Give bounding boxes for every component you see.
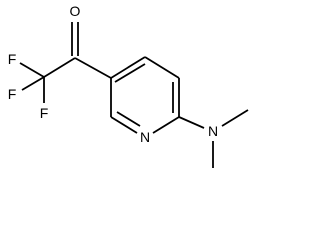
ring-bond-c2-n1: [152, 116, 180, 134]
amine-methyl-upper-bond: [221, 109, 249, 127]
cf3-f-left-bond: [21, 76, 45, 91]
ring-to-amine-bond: [178, 116, 205, 129]
ring-bond-c4-c4-inner: [114, 63, 146, 83]
pyridine-nitrogen-atom-label: N: [140, 129, 150, 145]
ring-bond-n1-c6-inner: [116, 111, 141, 127]
cf3-f-upper-bond: [19, 62, 45, 78]
amine-nitrogen-atom-label: N: [208, 123, 218, 139]
carbonyl-to-ring-bond: [74, 57, 112, 79]
ring-bond-c5-c4: [110, 56, 146, 79]
carbonyl-to-cf3-bond: [43, 57, 76, 78]
ring-bond-c4-c3: [144, 56, 180, 79]
fluorine-left-atom-label: F: [8, 86, 17, 102]
ring-bond-n1-c6: [110, 116, 138, 134]
oxygen-atom-label: O: [70, 3, 81, 19]
molecule-structure-diagram: O F F F N N: [8, 3, 249, 168]
fluorine-lower-atom-label: F: [40, 105, 49, 121]
fluorine-upper-left-atom-label: F: [8, 51, 17, 67]
